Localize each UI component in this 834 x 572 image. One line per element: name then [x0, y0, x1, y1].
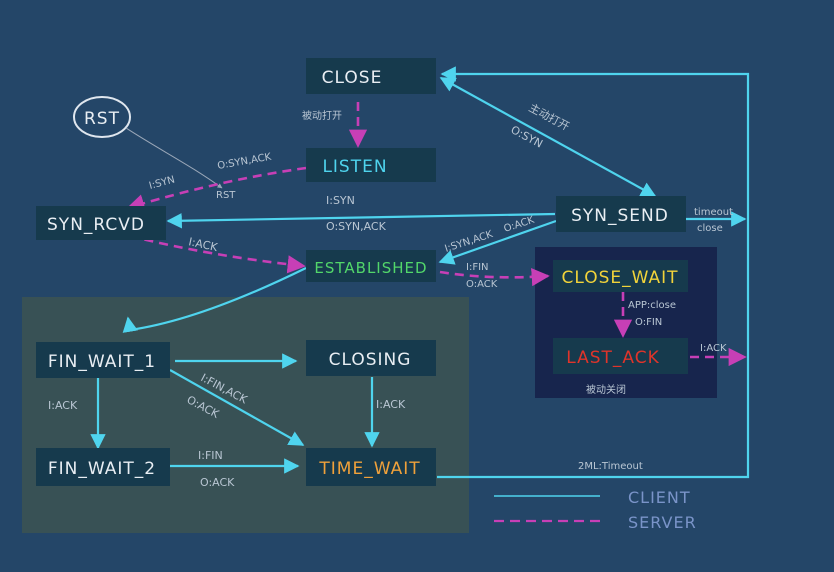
label-passive-open: 被动打开 [302, 109, 342, 122]
rst-node: RST [73, 96, 131, 138]
label-fw2-fin-in: I:FIN [198, 449, 223, 462]
syn-send-node: SYN_SEND [556, 196, 686, 232]
edge-syn-send-to-established [438, 219, 557, 265]
syn-rcvd-label: SYN_RCVD [47, 215, 145, 235]
rst-arrow-label: RST [216, 190, 236, 201]
closing-label: CLOSING [329, 350, 412, 370]
established-node: ESTABLISHED [306, 250, 436, 282]
syn-send-label: SYN_SEND [571, 206, 669, 226]
legend-client-label: CLIENT [628, 488, 691, 507]
close-label: CLOSE [322, 68, 383, 88]
legend-server-label: SERVER [628, 513, 697, 532]
last-ack-label: LAST_ACK [566, 348, 660, 368]
label-rcvd-ack: I:ACK [187, 235, 219, 254]
client-close-region [22, 297, 469, 533]
last-ack-node: LAST_ACK [553, 338, 688, 374]
label-app-close: APP:close [628, 300, 676, 311]
label-syn-send-in: I:SYN [326, 194, 355, 207]
edge-established-to-close-wait [439, 268, 550, 287]
fin-wait-1-label: FIN_WAIT_1 [48, 352, 156, 372]
edge-time-wait-to-close [437, 66, 750, 479]
label-close-word: close [697, 223, 723, 234]
edge-close-to-syn-send [439, 77, 657, 197]
closing-node: CLOSING [306, 340, 436, 376]
close-wait-label: CLOSE_WAIT [561, 268, 678, 288]
listen-label: LISTEN [322, 157, 387, 177]
fin-wait-1-node: FIN_WAIT_1 [36, 342, 170, 378]
label-fw1-ack-in: I:ACK [48, 399, 78, 412]
label-fin-in: I:FIN [466, 262, 489, 273]
label-passive-close: 被动关闭 [586, 383, 626, 396]
label-fw2-ack-out: O:ACK [200, 476, 235, 489]
listen-node: LISTEN [306, 148, 436, 182]
label-fin-out: O:FIN [635, 317, 662, 328]
label-last-ack-in: I:ACK [700, 343, 727, 354]
fin-wait-2-node: FIN_WAIT_2 [36, 448, 170, 486]
close-wait-node: CLOSE_WAIT [553, 260, 688, 292]
edge-fin-wait-1-to-time-wait [169, 369, 305, 446]
edge-listen-to-syn-rcvd [126, 166, 307, 212]
time-wait-node: TIME_WAIT [306, 448, 436, 486]
label-timeout: timeout [694, 207, 733, 218]
edge-syn-rcvd-to-established [129, 234, 306, 274]
established-label: ESTABLISHED [314, 259, 427, 277]
edge-syn-send-to-syn-rcvd [166, 212, 556, 229]
label-listen-out: O:SYN,ACK [217, 152, 273, 172]
rst-arrow [125, 127, 223, 189]
edge-established-to-fin-wait-1 [122, 267, 307, 333]
label-syn-send-out: O:SYN,ACK [326, 220, 387, 233]
label-active-open-syn: O:SYN [509, 123, 545, 150]
close-node: CLOSE [306, 58, 436, 94]
label-ack-out: O:ACK [466, 279, 498, 290]
legend: CLIENT SERVER [494, 488, 697, 532]
fin-wait-2-label: FIN_WAIT_2 [48, 459, 156, 479]
label-two-msl: 2ML:Timeout [578, 461, 643, 472]
rst-label: RST [84, 109, 120, 129]
label-estab-ack-out: O:ACK [503, 215, 537, 235]
label-closing-ack-in: I:ACK [376, 398, 406, 411]
label-listen-in: I:SYN [148, 174, 176, 191]
time-wait-label: TIME_WAIT [318, 459, 420, 479]
syn-rcvd-node: SYN_RCVD [36, 206, 166, 240]
